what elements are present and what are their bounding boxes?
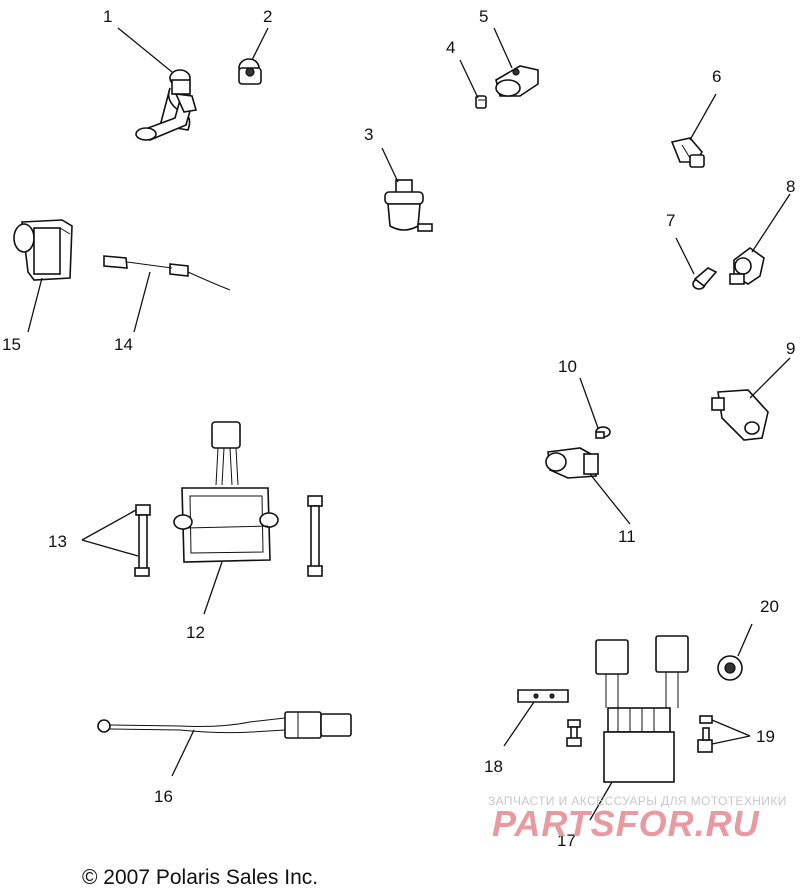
watermark-logo: PARTSFOR.RU xyxy=(492,804,760,844)
callout-17: 17 xyxy=(557,831,576,850)
callout-9: 9 xyxy=(786,339,795,358)
part-2-sensor xyxy=(238,58,262,85)
callout-11: 11 xyxy=(618,527,636,546)
callout-14: 14 xyxy=(114,335,133,354)
part-8-knock-sensor xyxy=(729,247,765,285)
callout-13: 13 xyxy=(48,532,67,551)
part-15-switch xyxy=(13,219,73,281)
part-9-map-sensor xyxy=(711,389,769,441)
callout-5: 5 xyxy=(479,7,488,26)
watermark-logo-text: PARTSFOR.RU xyxy=(492,804,760,844)
part-20-grommet xyxy=(717,655,743,681)
part-14-lead xyxy=(103,255,231,291)
callout-4: 4 xyxy=(446,38,455,57)
callout-10: 10 xyxy=(558,357,577,376)
callout-2: 2 xyxy=(263,7,272,26)
callout-15: 15 xyxy=(2,335,21,354)
part-10-screw xyxy=(595,426,611,439)
part-17-regulator xyxy=(595,635,689,783)
callout-18: 18 xyxy=(484,757,503,776)
callout-3: 3 xyxy=(364,125,373,144)
callout-12: 12 xyxy=(186,623,205,642)
part-1-sensor-elbow xyxy=(135,69,198,141)
callout-19: 19 xyxy=(756,727,775,746)
part-11-crank-sensor xyxy=(545,447,599,479)
part-16-harness xyxy=(97,711,352,739)
part-4-bolt xyxy=(475,95,487,109)
callout-8: 8 xyxy=(786,177,795,196)
part-3-pressure-regulator xyxy=(384,179,433,232)
callout-7: 7 xyxy=(666,211,675,230)
part-12-module xyxy=(173,421,279,563)
part-18-bracket xyxy=(517,689,569,703)
part-7-bolt xyxy=(692,267,718,290)
callout-1: 1 xyxy=(103,7,112,26)
callout-labels: 1 2 3 4 5 6 7 8 9 10 11 12 13 14 15 16 1… xyxy=(2,7,795,850)
part-19-bolts xyxy=(566,715,713,753)
part-6-sensor xyxy=(670,137,705,168)
copyright-text: © 2007 Polaris Sales Inc. xyxy=(82,866,319,889)
callout-6: 6 xyxy=(712,67,721,86)
watermark-tagline: ЗАПЧАСТИ И АКСЕССУАРЫ ДЛЯ МОТОТЕХНИКИ xyxy=(488,794,787,808)
part-5-cam-sensor xyxy=(495,65,539,97)
callout-16: 16 xyxy=(154,787,173,806)
callout-20: 20 xyxy=(760,597,779,616)
leader-lines xyxy=(27,27,791,821)
